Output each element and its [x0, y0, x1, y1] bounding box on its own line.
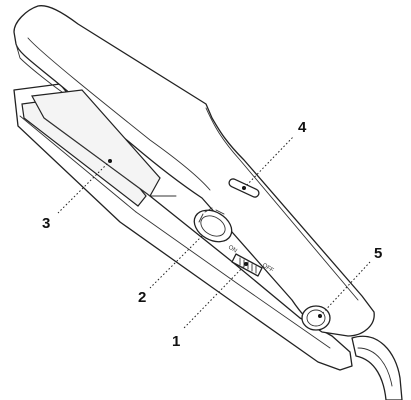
callout-1: 1: [172, 333, 180, 350]
callout-5: 5: [374, 245, 382, 262]
callout-4: 4: [298, 119, 307, 136]
temperature-dial[interactable]: [189, 204, 238, 248]
indicator-light: [301, 305, 331, 331]
upper-heating-plate: [31, 89, 177, 197]
switch-on-label: ON: [227, 245, 238, 255]
switch-off-label: OFF: [261, 263, 275, 275]
leader-lines: [57, 135, 371, 329]
callout-3: 3: [42, 215, 50, 232]
upper-arm: [13, 5, 375, 337]
callout-2: 2: [138, 289, 146, 306]
power-cord: [351, 335, 403, 400]
